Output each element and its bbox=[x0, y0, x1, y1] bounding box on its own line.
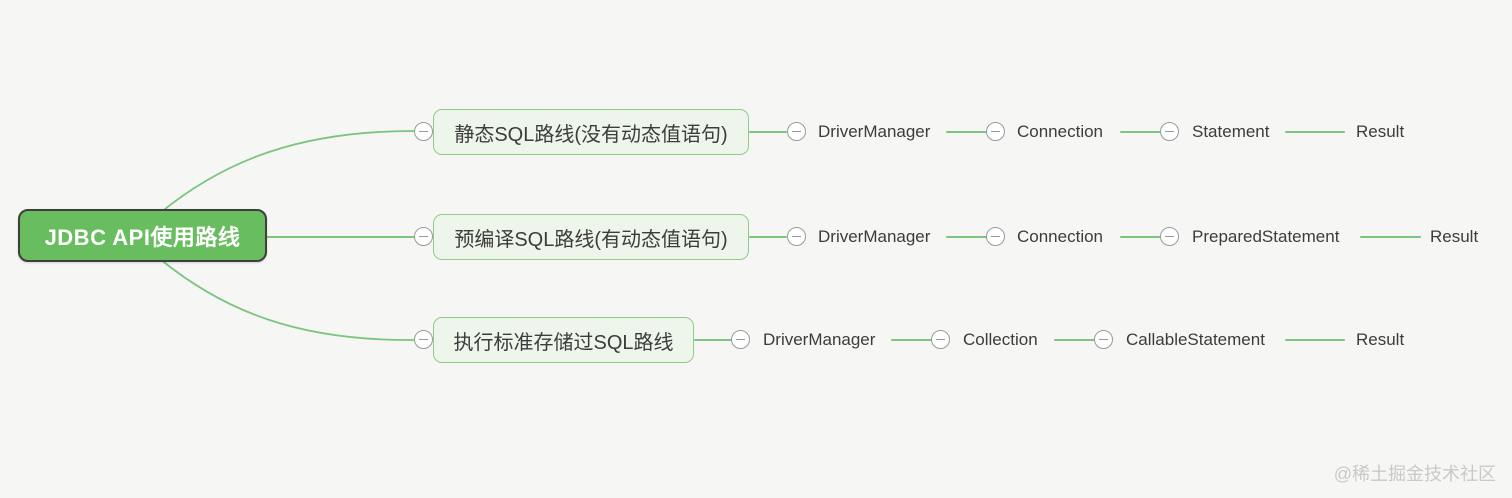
result-node[interactable]: Result bbox=[1430, 227, 1479, 246]
step-node-drivermanager[interactable]: DriverManager bbox=[818, 227, 931, 246]
root-node[interactable]: JDBC API使用路线 bbox=[18, 209, 267, 262]
root-node-label: JDBC API使用路线 bbox=[44, 224, 241, 250]
minus-glyph bbox=[792, 235, 801, 238]
collapse-icon[interactable] bbox=[1160, 122, 1179, 141]
step-node-connection[interactable]: Connection bbox=[1017, 122, 1104, 141]
collapse-icon[interactable] bbox=[414, 330, 433, 349]
connector-line bbox=[1054, 339, 1095, 341]
minus-glyph bbox=[991, 130, 1000, 133]
connector-line bbox=[749, 131, 787, 133]
minus-glyph bbox=[1165, 130, 1174, 133]
connector-line bbox=[1360, 236, 1421, 238]
collapse-icon[interactable] bbox=[414, 227, 433, 246]
connector-line bbox=[694, 339, 732, 341]
branch-node-label: 预编译SQL路线(有动态值语句) bbox=[454, 228, 728, 251]
minus-glyph bbox=[419, 338, 428, 341]
step-node-drivermanager[interactable]: DriverManager bbox=[763, 330, 876, 349]
connector-line bbox=[891, 339, 932, 341]
connector-line bbox=[1120, 236, 1161, 238]
branch-node-3[interactable]: 执行标准存储过SQL路线 bbox=[433, 317, 694, 363]
watermark: @稀土掘金技术社区 bbox=[1333, 464, 1496, 484]
connector-line bbox=[1285, 131, 1345, 133]
connector-line bbox=[946, 131, 987, 133]
branch-node-1[interactable]: 静态SQL路线(没有动态值语句) bbox=[433, 109, 749, 155]
curve-branch-3 bbox=[159, 258, 415, 341]
connector-line bbox=[1120, 131, 1161, 133]
branch-node-label: 静态SQL路线(没有动态值语句) bbox=[454, 123, 728, 146]
collapse-icon[interactable] bbox=[931, 330, 950, 349]
minus-glyph bbox=[936, 338, 945, 341]
minus-glyph bbox=[1099, 338, 1108, 341]
step-node-collection[interactable]: Collection bbox=[963, 330, 1038, 349]
collapse-icon[interactable] bbox=[1160, 227, 1179, 246]
result-node[interactable]: Result bbox=[1356, 122, 1405, 141]
minus-glyph bbox=[736, 338, 745, 341]
minus-glyph bbox=[1165, 235, 1174, 238]
collapse-icon[interactable] bbox=[787, 122, 806, 141]
connector-line bbox=[946, 236, 987, 238]
connector-line bbox=[1285, 339, 1345, 341]
step-node-connection[interactable]: Connection bbox=[1017, 227, 1104, 246]
collapse-icon[interactable] bbox=[986, 122, 1005, 141]
collapse-icon[interactable] bbox=[731, 330, 750, 349]
step-node-statement[interactable]: Statement bbox=[1192, 122, 1270, 141]
minus-glyph bbox=[419, 130, 428, 133]
connector-line bbox=[749, 236, 787, 238]
step-node-preparedstatement[interactable]: PreparedStatement bbox=[1192, 227, 1340, 246]
collapse-icon[interactable] bbox=[986, 227, 1005, 246]
step-node-drivermanager[interactable]: DriverManager bbox=[818, 122, 931, 141]
curve-branch-1 bbox=[159, 130, 415, 214]
result-node[interactable]: Result bbox=[1356, 330, 1405, 349]
collapse-icon[interactable] bbox=[787, 227, 806, 246]
branch-node-2[interactable]: 预编译SQL路线(有动态值语句) bbox=[433, 214, 749, 260]
branch-node-label: 执行标准存储过SQL路线 bbox=[453, 331, 674, 354]
collapse-icon[interactable] bbox=[414, 122, 433, 141]
minus-glyph bbox=[419, 235, 428, 238]
collapse-icon[interactable] bbox=[1094, 330, 1113, 349]
minus-glyph bbox=[792, 130, 801, 133]
step-node-callablestatement[interactable]: CallableStatement bbox=[1126, 330, 1265, 349]
minus-glyph bbox=[991, 235, 1000, 238]
